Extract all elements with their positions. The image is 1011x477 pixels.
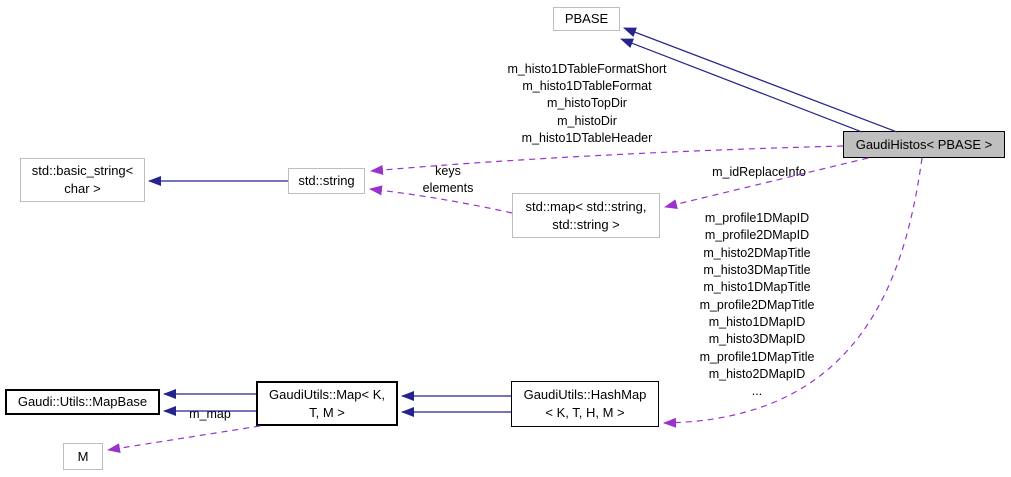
node-std-basic-string-line2: char > <box>64 181 101 196</box>
node-std-map-line1: std::map< std::string, <box>525 198 647 214</box>
edge-label-line: m_histoDir <box>557 113 617 128</box>
edge-label-line: m_histo2DMapID <box>708 367 806 382</box>
edge-label-line: m_histo1DTableFormat <box>522 79 652 94</box>
edge-label-line: m_histo3DMapTitle <box>703 263 811 278</box>
edge-label-line: m_profile2DMapID <box>704 228 810 243</box>
edge-label-line: m_histo1DTableHeader <box>521 130 653 145</box>
edge-label-line: m_profile1DMapID <box>704 211 810 225</box>
node-gaudiutils-map-line2: T, M > <box>309 404 345 420</box>
edge-label-line: m_idReplaceInfo <box>712 165 806 179</box>
edge-label-line: m_histo3DMapID <box>708 332 806 347</box>
edge-label-keys-elements: keys elements <box>408 163 488 197</box>
node-gaudiutils-hashmap-line2: < K, T, H, M > <box>545 405 625 420</box>
edge-label-string-members: m_histo1DTableFormatShort m_histo1DTable… <box>467 61 707 147</box>
node-std-map[interactable]: std::map< std::string, std::string > <box>512 193 660 238</box>
usage-edge-map-m <box>107 425 261 454</box>
edge-label-line: elements <box>422 181 474 196</box>
edge-label-m-map: m_map <box>185 406 235 423</box>
node-mapbase-label: Gaudi::Utils::MapBase <box>17 394 148 410</box>
node-std-map-line2: std::string > <box>552 216 620 232</box>
node-gaudiutils-hashmap-line1: GaudiUtils::HashMap <box>523 387 647 403</box>
node-gaudihistos: GaudiHistos< PBASE > <box>843 131 1005 158</box>
node-gaudiutils-map[interactable]: GaudiUtils::Map< K, T, M > <box>256 381 398 426</box>
node-m[interactable]: M <box>63 443 103 470</box>
edge-label-line: m_histo2DMapTitle <box>703 245 811 260</box>
edge-label-id-replace-info: m_idReplaceInfo <box>699 164 819 181</box>
edge-label-line: m_histo1DTableFormatShort <box>507 62 667 76</box>
node-gaudihistos-label: GaudiHistos< PBASE > <box>855 136 993 152</box>
node-gaudiutils-map-line1: GaudiUtils::Map< K, <box>269 386 385 402</box>
edge-label-hashmap-members: m_profile1DMapID m_profile2DMapID m_hist… <box>657 210 857 401</box>
node-pbase-label: PBASE <box>564 11 609 27</box>
node-std-basic-string-line1: std::basic_string< <box>31 163 134 179</box>
edge-label-line: m_histoTopDir <box>547 96 627 111</box>
edge-label-line: m_histo1DMapTitle <box>703 280 811 295</box>
node-std-basic-string[interactable]: std::basic_string< char > <box>20 158 145 202</box>
node-m-label: M <box>77 448 89 464</box>
edge-label-line: m_profile1DMapTitle <box>699 349 815 364</box>
edge-label-line: keys <box>435 164 461 178</box>
node-std-string-label: std::string <box>298 173 355 189</box>
edge-label-line: m_map <box>189 407 231 421</box>
node-gaudiutils-hashmap[interactable]: GaudiUtils::HashMap < K, T, H, M > <box>511 381 659 427</box>
edge-label-line: m_profile2DMapTitle <box>699 297 815 312</box>
node-std-string[interactable]: std::string <box>288 168 365 194</box>
node-mapbase[interactable]: Gaudi::Utils::MapBase <box>5 389 160 415</box>
edge-label-line: ... <box>751 384 763 399</box>
node-pbase[interactable]: PBASE <box>553 7 620 31</box>
edge-label-line: m_histo1DMapID <box>708 315 806 330</box>
